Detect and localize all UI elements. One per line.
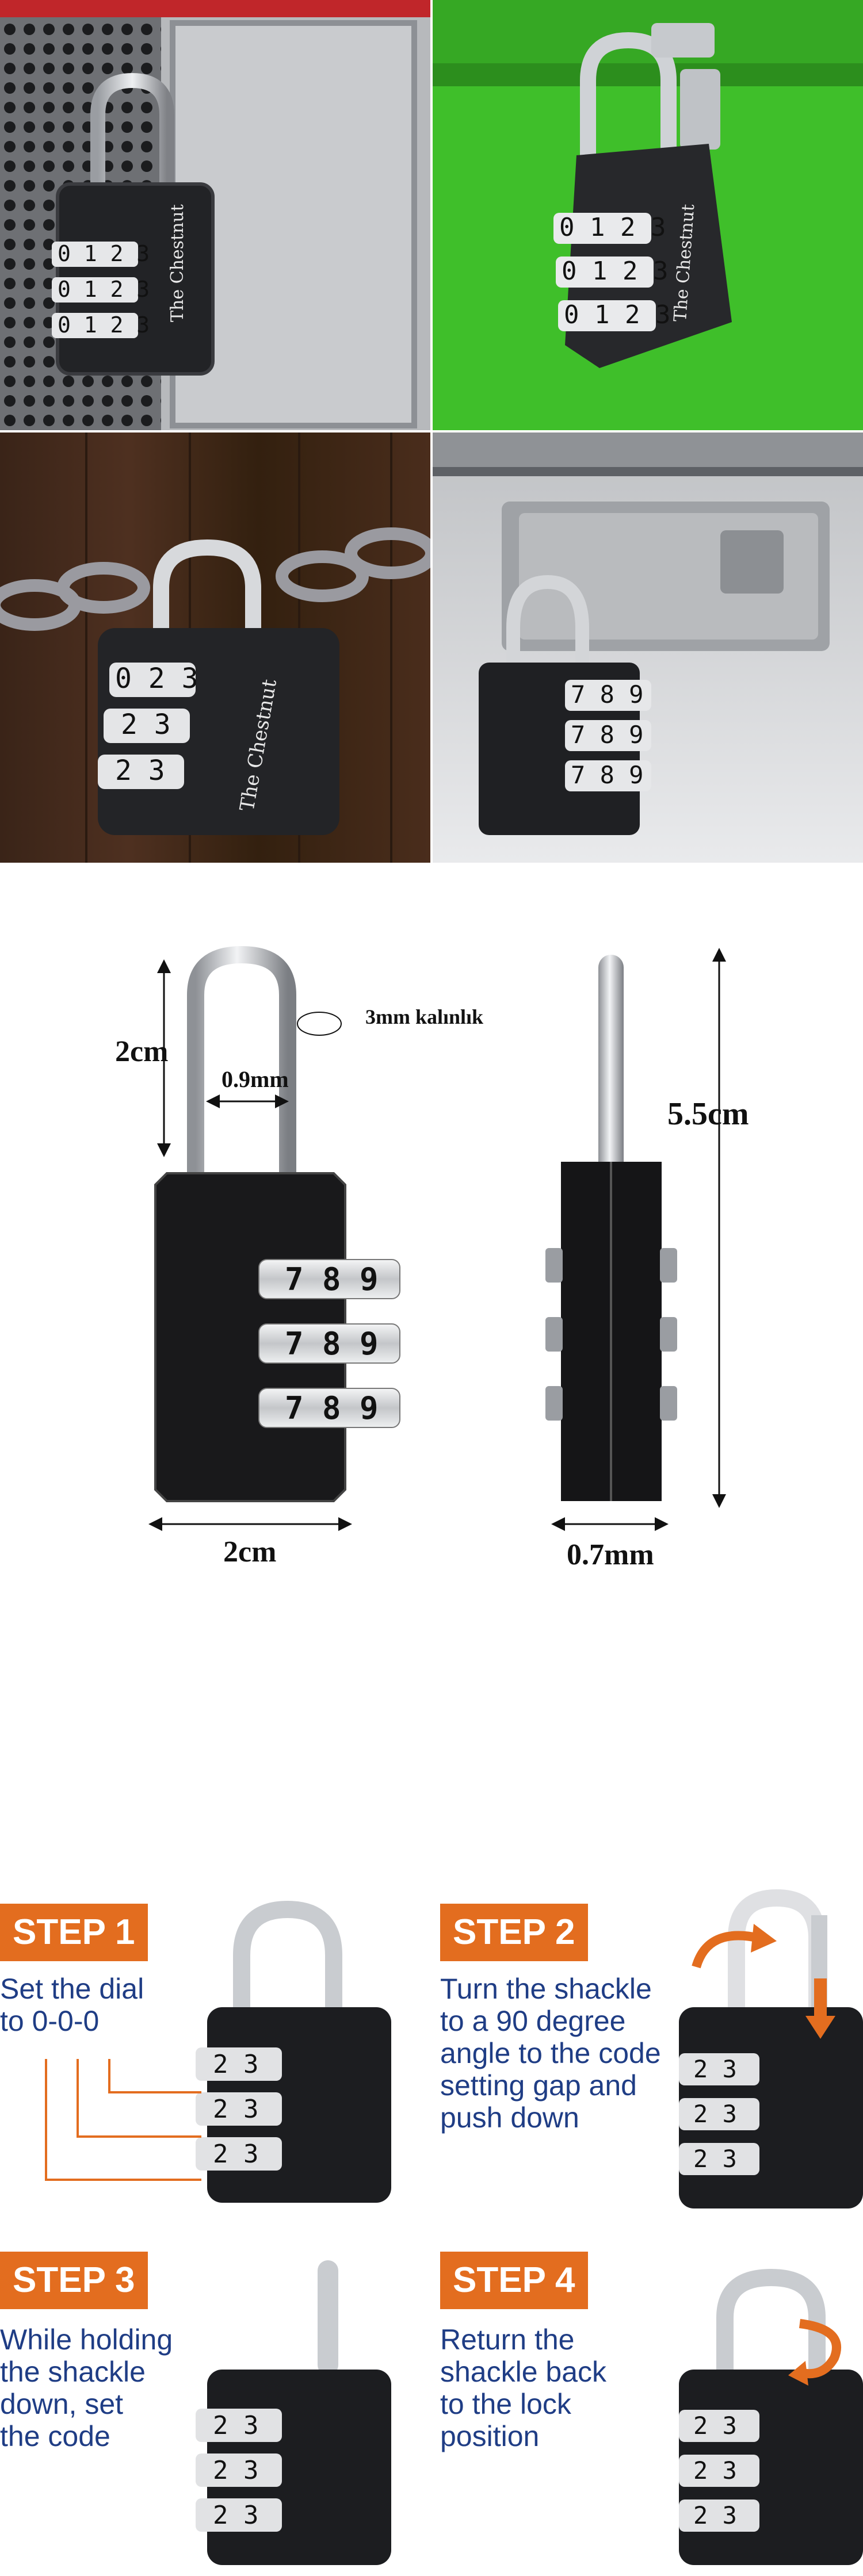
photo-lock-on-green-bag: 0 1 2 3 0 1 2 3 0 1 2 3 The Chestnut [433, 0, 863, 430]
step-1-dial: 2 3 [213, 2139, 258, 2169]
label-shackle-gap: 0.9mm [222, 1066, 289, 1092]
p4-dial-3: 7 8 9 [571, 761, 643, 789]
step-3-badge: STEP 3 [0, 2252, 148, 2309]
lock-photo-3: 0 2 3 2 3 2 3 The Chestnut [0, 432, 430, 863]
p2-dial-2: 0 1 2 3 [562, 257, 668, 286]
dial-digit: 9 [360, 1390, 379, 1426]
side-shackle [598, 955, 624, 1196]
p4-dial-1: 7 8 9 [571, 680, 643, 709]
label-thickness: 3mm kalınlık [365, 1005, 483, 1028]
rotate-arrow-icon [692, 1931, 761, 1969]
lock-photo-1: 0 1 2 3 0 1 2 3 0 1 2 3 The Chestnut [0, 0, 430, 430]
dial-digit: 7 [285, 1326, 304, 1362]
step-1-dial: 2 3 [213, 2095, 258, 2124]
step-3-lock-image: 2 3 2 3 2 3 [196, 2260, 391, 2565]
step-2-dial: 2 3 [693, 2100, 737, 2128]
step-1-text: Set the dial to 0-0-0 [0, 1973, 144, 2037]
step-3-dial: 2 3 [213, 2411, 258, 2440]
rotate-back-arrow-icon [799, 2319, 841, 2379]
step-2-dial: 2 3 [693, 2145, 737, 2173]
dial-digit: 9 [360, 1326, 379, 1362]
photo-lock-on-case: 7 8 9 7 8 9 7 8 9 [433, 432, 863, 863]
label-total-height: 5.5cm [667, 1096, 749, 1132]
dial-digit: 8 [322, 1390, 341, 1426]
photo-lock-on-chain: 0 2 3 2 3 2 3 The Chestnut [0, 432, 430, 863]
step-4-text: Return the shackle back to the lock posi… [440, 2324, 607, 2452]
front-dials: 7 8 9 7 8 9 7 8 9 [258, 1259, 400, 1428]
p3-dial-3: 2 3 [115, 755, 165, 787]
dimension-drawing: 7 8 9 7 8 9 7 8 9 2cm [115, 946, 749, 1571]
dial-digit: 9 [360, 1261, 379, 1297]
step-4-dial: 2 3 [693, 2501, 737, 2529]
down-arrow-icon [814, 1978, 827, 2019]
p2-dial-3: 0 1 2 3 [564, 300, 670, 330]
dial-digit: 7 [285, 1390, 304, 1426]
step-3-text: While holding the shackle down, set the … [0, 2324, 173, 2452]
dimension-diagram: 7 8 9 7 8 9 7 8 9 2cm [0, 863, 863, 1725]
step-3-dial: 2 3 [213, 2501, 258, 2530]
step-2-badge: STEP 2 [440, 1904, 588, 1961]
step-4-badge: STEP 4 [440, 2252, 588, 2309]
lock-photo-2: 0 1 2 3 0 1 2 3 0 1 2 3 The Chestnut [433, 0, 863, 430]
step-4-dial: 2 3 [693, 2456, 737, 2485]
step-3-dial: 2 3 [213, 2456, 258, 2485]
step-2-lock-image: 2 3 2 3 2 3 [679, 1889, 863, 2208]
label-depth: 0.7mm [567, 1538, 654, 1571]
p1-dial-2: 0 1 2 3 [58, 277, 150, 302]
photo-lock-on-metal-box: 0 1 2 3 0 1 2 3 0 1 2 3 The Chestnut [0, 0, 430, 430]
product-photo-grid: 0 1 2 3 0 1 2 3 0 1 2 3 The Chestnut 0 1… [0, 0, 863, 863]
p2-dial-1: 0 1 2 3 [559, 213, 666, 242]
instruction-steps: STEP 1 Set the dial to 0-0-0 2 3 2 3 2 3… [0, 1725, 863, 2576]
p1-brand: The Chestnut [167, 204, 188, 322]
label-shackle-height: 2cm [115, 1035, 168, 1068]
step-1-pointer-lines [45, 2059, 201, 2181]
dial-digit: 8 [322, 1326, 341, 1362]
p1-dial-1: 0 1 2 3 [58, 241, 150, 266]
step-1-badge: STEP 1 [0, 1904, 148, 1961]
step-4-lock-image: 2 3 2 3 2 3 [679, 2268, 863, 2565]
p1-dial-3: 0 1 2 3 [58, 312, 150, 338]
step-2-text: Turn the shackle to a 90 degree angle to… [440, 1973, 661, 2134]
dial-digit: 8 [322, 1261, 341, 1297]
step-1-dial: 2 3 [213, 2050, 258, 2079]
lock-photo-4: 7 8 9 7 8 9 7 8 9 [433, 432, 863, 863]
p3-dial-1: 0 2 3 [115, 663, 198, 695]
step-2-dial: 2 3 [693, 2055, 737, 2083]
front-shackle [187, 946, 296, 1173]
p3-dial-2: 2 3 [121, 709, 171, 741]
step-1-lock-image: 2 3 2 3 2 3 [196, 1900, 391, 2203]
label-body-width: 2cm [223, 1536, 276, 1568]
p4-dial-2: 7 8 9 [571, 721, 643, 749]
dial-digit: 7 [285, 1261, 304, 1297]
step-4-dial: 2 3 [693, 2412, 737, 2440]
